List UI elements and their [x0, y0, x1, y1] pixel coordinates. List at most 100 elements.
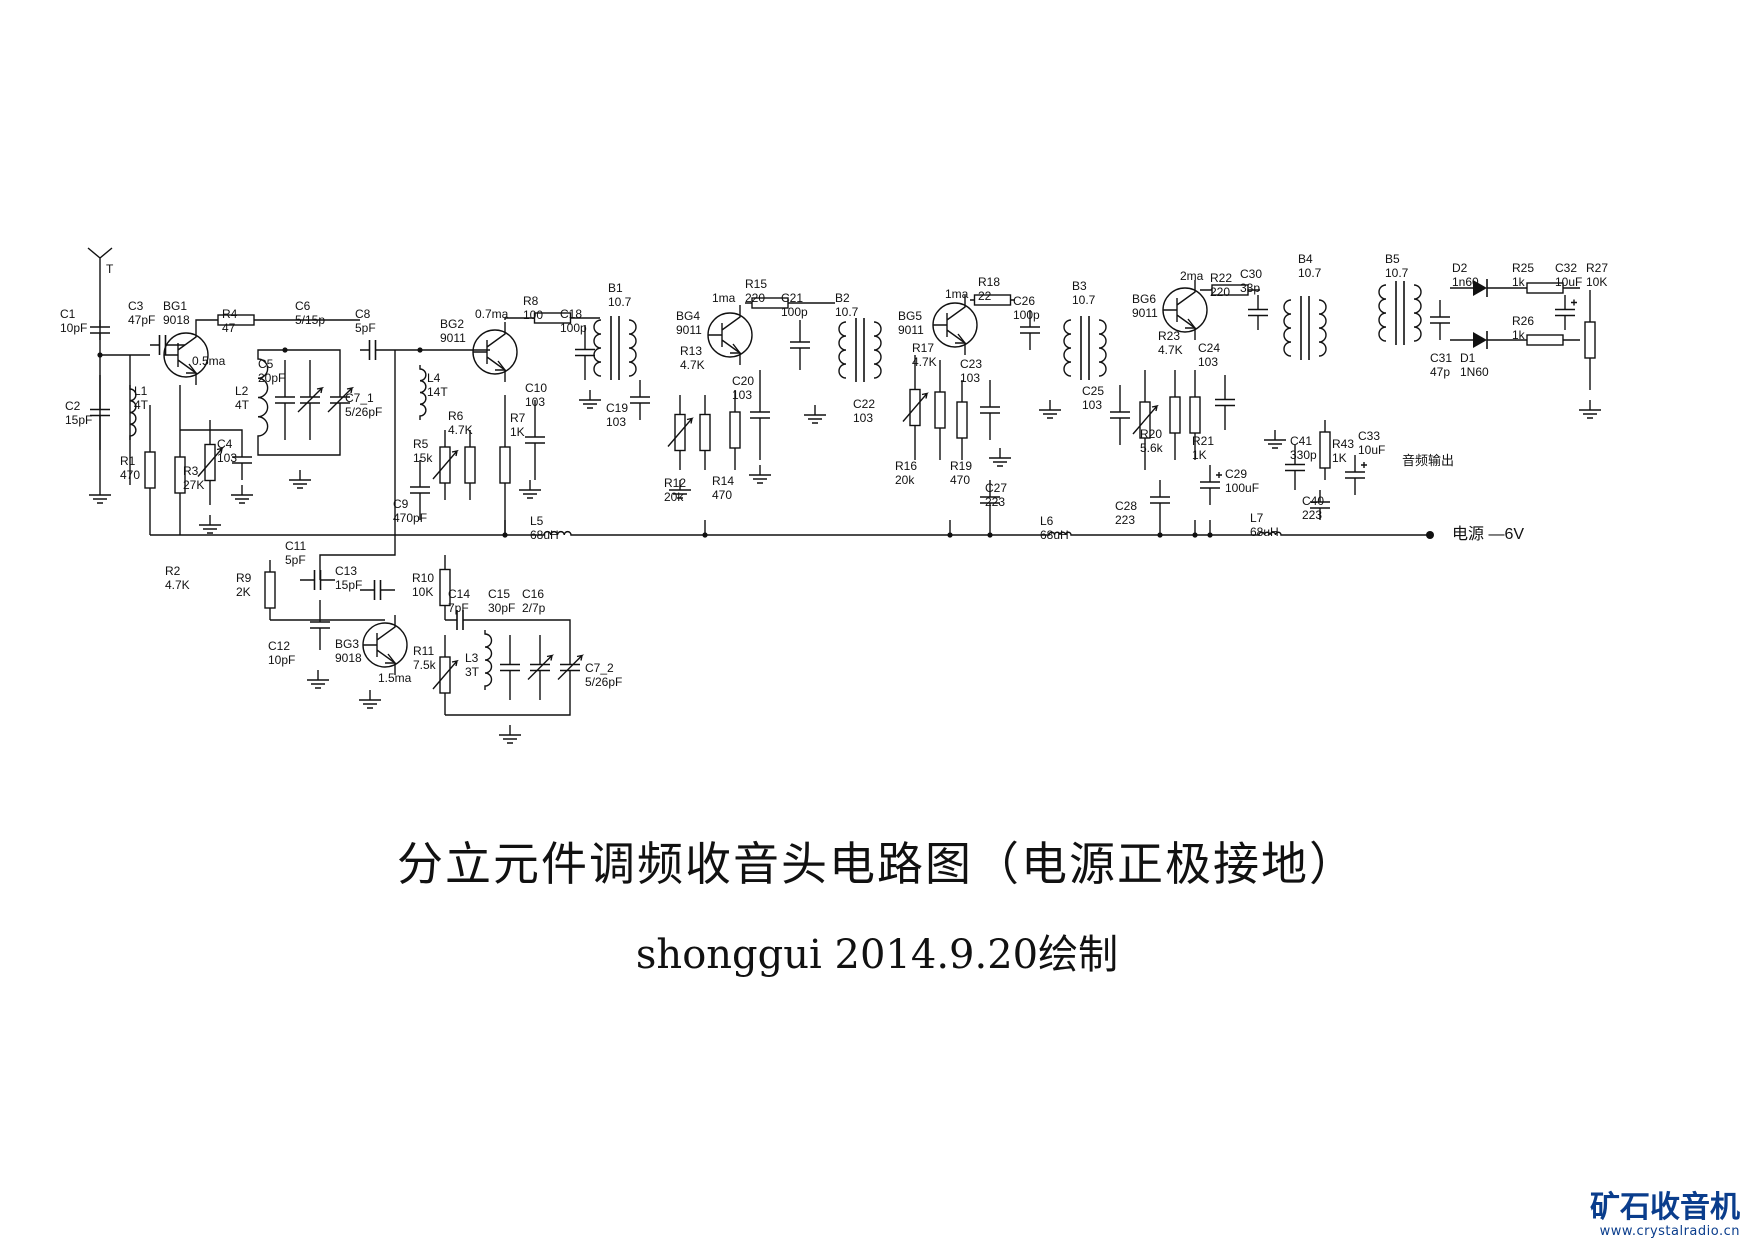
wire-osc — [319, 350, 396, 580]
label-bg3-i: 1.5ma — [378, 671, 412, 685]
component-value: 100p — [1013, 308, 1040, 322]
component-id: C18 — [560, 307, 582, 321]
component-value: 1k — [1512, 328, 1526, 342]
component-current: 0.5ma — [192, 354, 226, 368]
junction-dot — [702, 532, 708, 538]
component-value: 10uF — [1358, 443, 1385, 457]
coil-l3 — [484, 630, 493, 690]
wire — [195, 319, 210, 325]
component-value: 5pF — [355, 321, 376, 335]
ground-symbol — [499, 725, 521, 744]
component-id: R12 — [664, 476, 686, 490]
ground-symbol — [359, 690, 381, 709]
coil-l7 — [1255, 531, 1285, 536]
component-value: 9011 — [440, 331, 466, 345]
component-value: 10K — [1586, 275, 1607, 289]
component-value: 223 — [1302, 508, 1322, 522]
component-value: 14T — [427, 385, 448, 399]
component-value: 7pF — [448, 601, 469, 615]
component-id: C27 — [985, 481, 1007, 495]
component-id: C7_2 — [585, 661, 614, 675]
label-bg6-i: 2ma — [1180, 269, 1204, 283]
label-bg2-i: 0.7ma — [475, 307, 509, 321]
label-bg4-i: 1ma — [712, 291, 736, 305]
component-value: 33p — [1240, 281, 1260, 295]
component-id: C3 — [128, 299, 144, 313]
component-value: 223 — [1115, 513, 1135, 527]
component-id: R25 — [1512, 261, 1534, 275]
cap-c10 — [525, 400, 545, 480]
component-id: C7_1 — [345, 391, 374, 405]
label-c6: C65/15p — [295, 299, 325, 327]
resistor-r12 — [667, 395, 694, 470]
component-value: 10.7 — [1072, 293, 1096, 307]
component-value: 100p — [560, 321, 587, 335]
component-id: B1 — [608, 281, 623, 295]
cap-c25 — [1110, 385, 1130, 445]
component-value: 100uF — [1225, 481, 1259, 495]
component-value: 223 — [985, 495, 1005, 509]
component-value: 470 — [950, 473, 970, 487]
component-id: R3 — [183, 464, 199, 478]
component-id: R13 — [680, 344, 702, 358]
transistor-bg2 — [472, 322, 518, 382]
component-value: 4.7K — [680, 358, 705, 372]
junction-dot — [1192, 532, 1198, 538]
component-value: 1n60 — [1452, 275, 1479, 289]
component-id: R27 — [1586, 261, 1608, 275]
component-id: C24 — [1198, 341, 1220, 355]
wire — [179, 385, 243, 440]
component-id: R43 — [1332, 437, 1354, 451]
transistor-bg1 — [163, 325, 209, 385]
antenna-label: T — [106, 262, 114, 276]
resistor-r6 — [464, 430, 476, 500]
transformer-b5 — [1378, 281, 1422, 345]
component-id: R18 — [978, 275, 1000, 289]
site-logo: 矿石收音机 www.crystalradio.cn — [1590, 1190, 1740, 1240]
ground-symbol — [307, 670, 329, 689]
cap-c13 — [360, 580, 395, 600]
component-value: 20k — [895, 473, 915, 487]
component-id: R2 — [165, 564, 181, 578]
ground-symbol — [804, 405, 826, 424]
component-id: C19 — [606, 401, 628, 415]
resistor-r18 — [970, 294, 1015, 306]
component-value: 2K — [236, 585, 251, 599]
cap-c16 — [527, 635, 555, 700]
component-id: C22 — [853, 397, 875, 411]
cap-c31 — [1430, 300, 1450, 340]
cap-c7-1 — [327, 360, 355, 440]
antenna — [87, 247, 113, 345]
junction-dot — [417, 347, 423, 353]
ground-symbol — [579, 390, 601, 409]
logo-text: 矿石收音机 — [1590, 1190, 1740, 1225]
ground-symbol — [1039, 400, 1061, 419]
component-id: R14 — [712, 474, 734, 488]
resistor-r17 — [934, 360, 946, 460]
cap-c18 — [575, 325, 595, 380]
component-id: C12 — [268, 639, 290, 653]
